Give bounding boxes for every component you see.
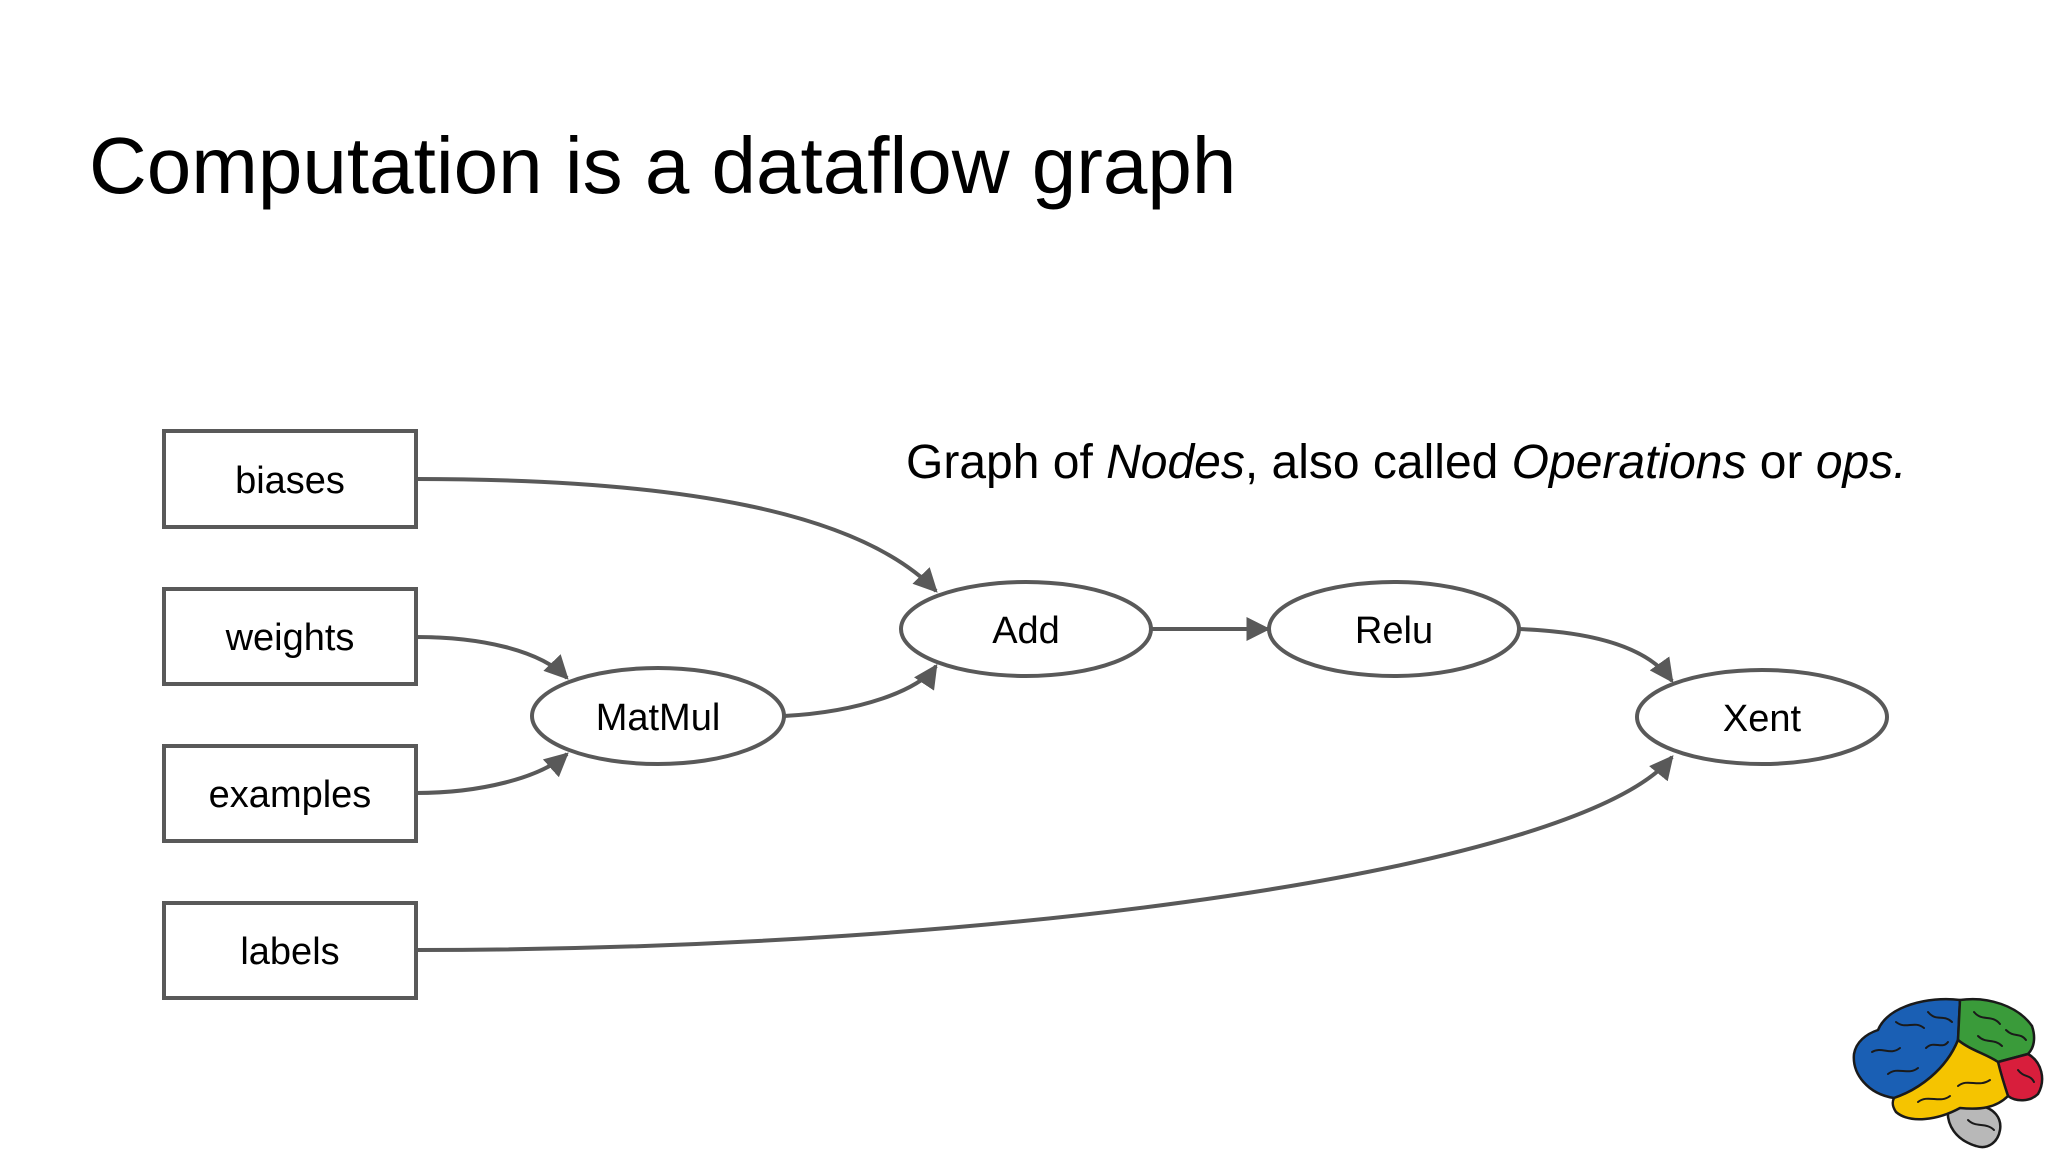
operations-term: Operations bbox=[1511, 436, 1747, 489]
input-node-biases: biases bbox=[162, 429, 418, 529]
node-label: examples bbox=[209, 774, 372, 816]
ops-term: ops. bbox=[1815, 436, 1907, 489]
edge-biases-add bbox=[415, 477, 938, 593]
input-node-labels: labels bbox=[162, 901, 418, 1000]
node-label: weights bbox=[225, 617, 355, 659]
edge-weights-matmul bbox=[415, 635, 569, 680]
input-node-weights: weights bbox=[162, 587, 418, 686]
edge-matmul-add bbox=[783, 664, 938, 718]
edge-examples-matmul bbox=[415, 752, 569, 795]
node-label: MatMul bbox=[596, 697, 721, 739]
nodes-term: Nodes bbox=[1106, 436, 1245, 489]
subtitle-text: Graph of bbox=[906, 436, 1107, 489]
brain-icon bbox=[1852, 997, 2044, 1149]
node-label: Relu bbox=[1355, 610, 1433, 652]
node-label: biases bbox=[235, 460, 345, 502]
edge-labels-xent bbox=[415, 755, 1674, 952]
op-node-xent: Xent bbox=[1635, 668, 1889, 766]
node-label: labels bbox=[240, 931, 339, 973]
subtitle-text: or bbox=[1746, 436, 1816, 489]
edge-relu-xent bbox=[1518, 627, 1674, 683]
slide-title: Computation is a dataflow graph bbox=[89, 121, 1237, 210]
subtitle-text: , also called bbox=[1244, 436, 1512, 489]
subtitle: Graph of Nodes, also called Operations o… bbox=[906, 434, 1907, 492]
node-label: Xent bbox=[1723, 698, 1802, 740]
node-label: Add bbox=[992, 610, 1060, 652]
op-node-add: Add bbox=[899, 580, 1153, 678]
op-node-relu: Relu bbox=[1267, 580, 1521, 678]
input-node-examples: examples bbox=[162, 744, 418, 843]
op-node-matmul: MatMul bbox=[530, 666, 786, 766]
